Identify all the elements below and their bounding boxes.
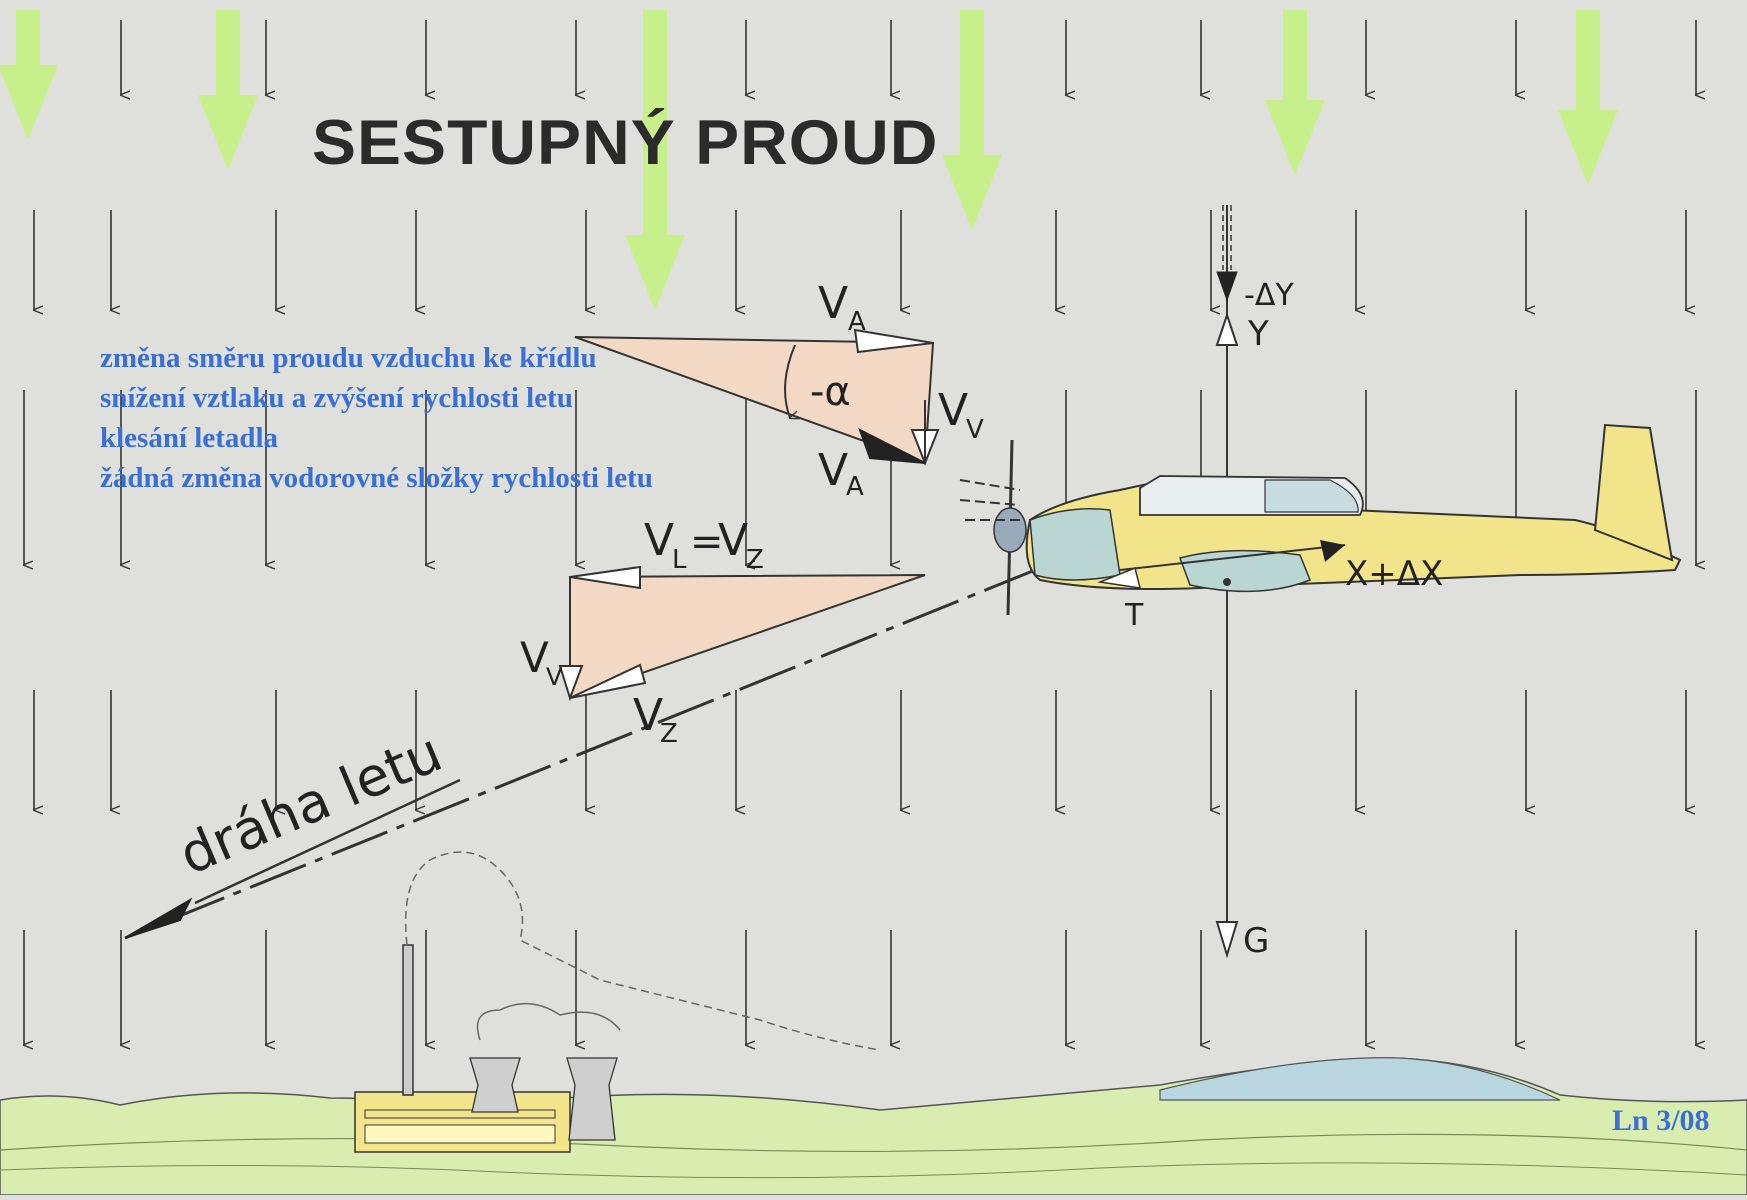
downdraft-green-arrows bbox=[0, 10, 1618, 310]
delta-y-arrowhead bbox=[1216, 271, 1238, 302]
label-eq: = bbox=[690, 519, 724, 565]
flight-path-arrowhead bbox=[124, 897, 193, 939]
downdraft-green-arrow bbox=[0, 10, 58, 140]
spinner bbox=[993, 507, 1027, 553]
lower-velocity-triangle bbox=[558, 565, 926, 702]
label-va-sub: A bbox=[848, 307, 866, 337]
label-vl: V bbox=[644, 515, 674, 566]
note-line-4: žádná změna vodorovné složky rychlosti l… bbox=[100, 462, 653, 494]
t-arrowhead bbox=[1097, 566, 1142, 589]
label-x-delta: X+ΔX bbox=[1345, 554, 1443, 594]
note-line-1: změna směru proudu vzduchu ke křídlu bbox=[100, 342, 597, 374]
label-delta-y: -ΔY bbox=[1244, 278, 1294, 313]
label-alpha: -α bbox=[810, 369, 851, 415]
page-reference: Ln 3/08 bbox=[1612, 1104, 1710, 1137]
wing bbox=[1179, 549, 1311, 593]
vv-top-arrowhead bbox=[910, 400, 940, 466]
label-y: Y bbox=[1247, 314, 1269, 354]
note-line-2: snížení vztlaku a zvýšení rychlosti letu bbox=[100, 382, 573, 414]
label-vv-top: V bbox=[938, 385, 968, 436]
label-vz-prime: V bbox=[633, 690, 663, 741]
landscape bbox=[0, 851, 1747, 1196]
cowling bbox=[1029, 508, 1121, 581]
note-line-3: klesání letadla bbox=[100, 422, 279, 454]
label-vv-bottom-sub: V bbox=[546, 663, 563, 691]
upper-velocity-triangle bbox=[574, 328, 940, 466]
label-va-prime: V bbox=[818, 445, 848, 496]
label-vl-sub: L bbox=[672, 545, 687, 575]
tail-fin bbox=[1593, 423, 1674, 562]
downdraft-green-arrow bbox=[1265, 10, 1325, 175]
y-arrowhead bbox=[1215, 311, 1239, 346]
diagram-title: SESTUPNÝ PROUD bbox=[312, 106, 939, 178]
propwash-lines bbox=[959, 479, 1021, 521]
label-vz: V bbox=[718, 515, 748, 566]
vz-prime-arrowhead bbox=[569, 663, 647, 699]
label-vz-sub: Z bbox=[746, 545, 764, 575]
label-va: V bbox=[818, 278, 848, 329]
downdraft-green-arrow bbox=[198, 10, 258, 170]
g-arrowhead bbox=[1215, 921, 1239, 959]
va-prime-arrowhead bbox=[858, 427, 926, 464]
vl-arrowhead bbox=[569, 565, 641, 590]
downdraft-green-arrow bbox=[1558, 10, 1618, 185]
downdraft-green-arrow bbox=[625, 10, 685, 310]
vv-bottom-arrowhead bbox=[558, 665, 584, 702]
label-t: T bbox=[1124, 598, 1144, 633]
x-delta-arrowhead bbox=[1320, 540, 1345, 562]
label-vv-top-sub: V bbox=[966, 415, 984, 445]
explanation-notes: změna směru proudu vzduchu ke křídlu sní… bbox=[100, 338, 653, 498]
flight-path bbox=[124, 566, 1041, 940]
va-arrowhead bbox=[853, 328, 934, 354]
label-vz-prime-sub: Z bbox=[660, 719, 678, 749]
downdraft-green-arrow bbox=[942, 10, 1002, 230]
label-vv-bottom: V bbox=[520, 633, 549, 682]
aircraft bbox=[959, 423, 1682, 616]
label-g: G bbox=[1243, 921, 1269, 961]
label-va-prime-sub: A bbox=[846, 472, 864, 502]
alpha-arc bbox=[784, 344, 795, 418]
flight-path-underline bbox=[194, 778, 461, 905]
